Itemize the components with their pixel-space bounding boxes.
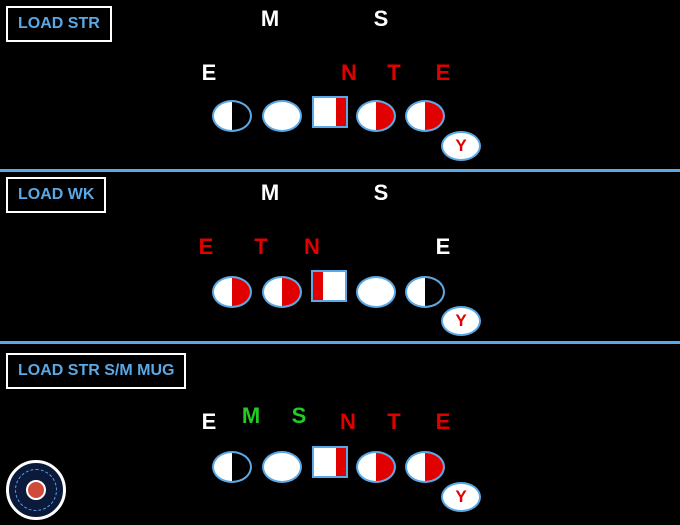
half-black-oval: [405, 276, 445, 308]
center-sundays-logo: [6, 460, 66, 520]
y-oval: Y: [441, 306, 481, 336]
y-oval: Y: [441, 131, 481, 161]
half-red-square: [311, 270, 347, 302]
letter-t: T: [387, 409, 401, 434]
letter-n: N: [340, 409, 356, 434]
half-black-oval: [212, 451, 252, 483]
white-oval: [262, 451, 302, 483]
letter-m: M: [260, 6, 280, 31]
letter-m: M: [260, 180, 280, 205]
letter-s: S: [373, 180, 389, 205]
section-divider: [0, 169, 680, 172]
panel-label-load-str: LOAD STR: [6, 6, 112, 42]
logo-ring: [15, 469, 57, 511]
half-red-oval: [405, 100, 445, 132]
letter-t: T: [254, 234, 268, 259]
letter-e: E: [435, 409, 451, 434]
half-red-oval: [405, 451, 445, 483]
white-oval: [356, 276, 396, 308]
section-divider: [0, 341, 680, 344]
letter-e: E: [435, 60, 451, 85]
panel-label-load-wk: LOAD WK: [6, 177, 107, 213]
letter-s: S: [373, 6, 389, 31]
half-red-square: [312, 96, 348, 128]
white-oval: [262, 100, 302, 132]
half-red-square: [312, 446, 348, 478]
letter-e: E: [201, 409, 217, 434]
half-red-oval: [356, 451, 396, 483]
letter-n: N: [341, 60, 357, 85]
half-red-oval: [262, 276, 302, 308]
half-red-oval: [356, 100, 396, 132]
letter-m: M: [241, 403, 261, 428]
letter-s: S: [291, 403, 307, 428]
half-black-oval: [212, 100, 252, 132]
letter-e: E: [198, 234, 214, 259]
letter-e: E: [201, 60, 217, 85]
half-red-oval: [212, 276, 252, 308]
letter-t: T: [387, 60, 401, 85]
letter-n: N: [304, 234, 320, 259]
logo-emblem-icon: [26, 480, 46, 500]
y-oval: Y: [441, 482, 481, 512]
letter-e: E: [435, 234, 451, 259]
panel-label-load-str-sm-mug: LOAD STR S/M MUG: [6, 353, 187, 389]
